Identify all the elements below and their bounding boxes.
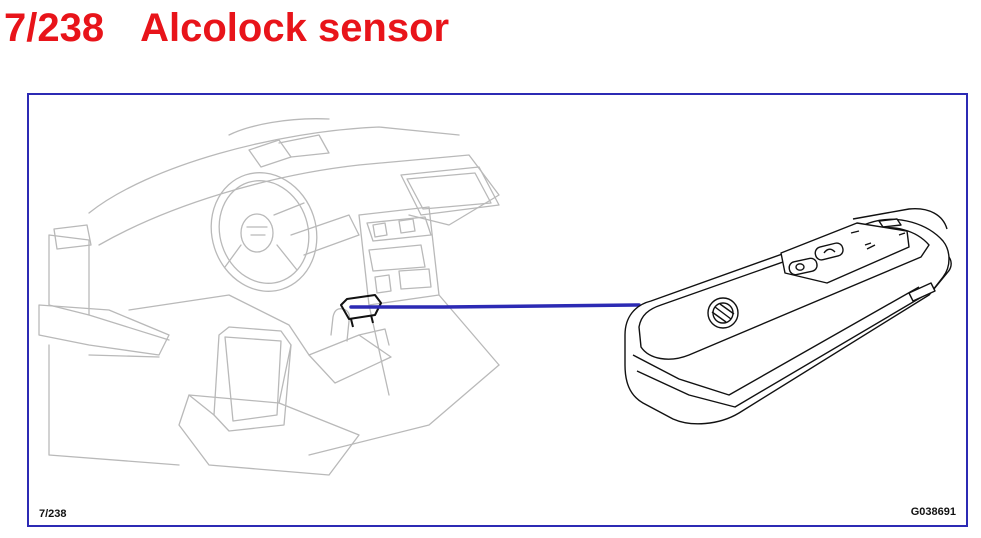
alcolock-sensor-device <box>624 208 952 425</box>
diagram-illustration <box>38 118 952 476</box>
page-title: 7/238 Alcolock sensor <box>4 4 449 52</box>
title-figure-number: 7/238 <box>4 6 105 50</box>
figure-id-label: G038691 <box>910 506 956 518</box>
car-interior-illustration <box>38 118 500 476</box>
diagram-frame: 7/238 G038691 <box>27 93 968 527</box>
title-text: Alcolock sensor <box>140 6 450 50</box>
leader-line <box>349 303 641 309</box>
figure-number-label: 7/238 <box>39 508 67 520</box>
sensor-location-marker <box>340 294 382 328</box>
